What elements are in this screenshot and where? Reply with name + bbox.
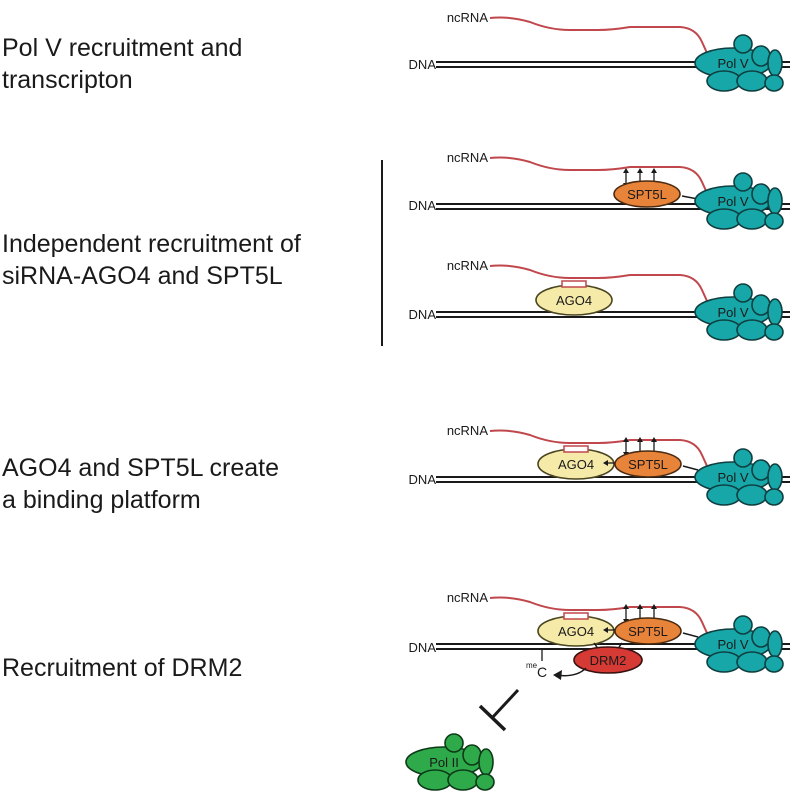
- panel-3: ncRNA DNA AGO4 SPT5L Pol V: [409, 423, 790, 506]
- inhibition-bar: [478, 704, 507, 732]
- dna-label: DNA: [409, 57, 437, 72]
- pol-v-label: Pol V: [717, 470, 748, 485]
- drm2-label: DRM2: [590, 653, 627, 668]
- methyl-cytosine-label: C: [537, 664, 547, 680]
- dna-label: DNA: [409, 307, 437, 322]
- pol-v-label: Pol V: [717, 637, 748, 652]
- pol-v-label: Pol V: [717, 194, 748, 209]
- panel-2a: ncRNA DNA SPT5L Pol V: [409, 150, 790, 230]
- step-1-label-line1: Pol V recruitment and: [2, 34, 243, 62]
- ncrna-label: ncRNA: [447, 150, 489, 165]
- dna-label: DNA: [409, 640, 437, 655]
- methylation-arrowhead: [553, 670, 562, 680]
- methyl-superscript: me: [526, 661, 538, 670]
- step-2-label-line2: siRNA-AGO4 and SPT5L: [2, 262, 283, 290]
- dna-label: DNA: [409, 198, 437, 213]
- ncrna-strand: [489, 156, 713, 205]
- ncrna-label: ncRNA: [447, 10, 489, 25]
- pol-v-label: Pol V: [717, 305, 748, 320]
- ncrna-strand: [489, 16, 713, 65]
- dna-label: DNA: [409, 472, 437, 487]
- step-3-label: AGO4 and SPT5L create a binding platform: [2, 452, 372, 516]
- spt5l-label: SPT5L: [628, 457, 668, 472]
- spt5l-polv-contact: [682, 632, 699, 638]
- step-1-label: Pol V recruitment and transcripton: [2, 32, 372, 96]
- ncrna-strand: [489, 596, 713, 645]
- pol-ii-label: Pol II: [429, 755, 459, 770]
- sirna-duplex: [563, 445, 589, 453]
- panel-4: ncRNA DNA AGO4 SPT5L Pol V DRM2: [405, 590, 790, 791]
- inhibition-line: [490, 688, 520, 720]
- ncrna-strand: [489, 429, 713, 478]
- spt5l-label: SPT5L: [628, 624, 668, 639]
- ncrna-label: ncRNA: [447, 258, 489, 273]
- step-2-label-line1: Independent recruitment of: [2, 230, 301, 258]
- step-4-label-line1: Recruitment of DRM2: [2, 654, 243, 682]
- ncrna-strand: [489, 264, 713, 313]
- sirna-duplex: [561, 280, 587, 288]
- panel-1: ncRNA DNA Pol V: [409, 10, 790, 92]
- spt5l-polv-contact: [682, 465, 699, 471]
- ncrna-label: ncRNA: [447, 590, 489, 605]
- spt5l-label: SPT5L: [627, 187, 667, 202]
- sirna-duplex: [563, 612, 589, 620]
- ncrna-label: ncRNA: [447, 423, 489, 438]
- step-1-label-line2: transcripton: [2, 66, 133, 94]
- step-2-label: Independent recruitment of siRNA-AGO4 an…: [2, 228, 372, 292]
- step-3-label-line1: AGO4 and SPT5L create: [2, 454, 280, 482]
- step-4-label: Recruitment of DRM2: [2, 652, 372, 684]
- drm2-protein: [573, 646, 643, 674]
- panel-2b: ncRNA DNA AGO4 Pol V: [409, 258, 790, 341]
- ago4-label: AGO4: [558, 457, 594, 472]
- ago4-label: AGO4: [558, 624, 594, 639]
- pol-v-label: Pol V: [717, 56, 748, 71]
- ago4-label: AGO4: [556, 293, 592, 308]
- step-3-label-line2: a binding platform: [2, 486, 201, 514]
